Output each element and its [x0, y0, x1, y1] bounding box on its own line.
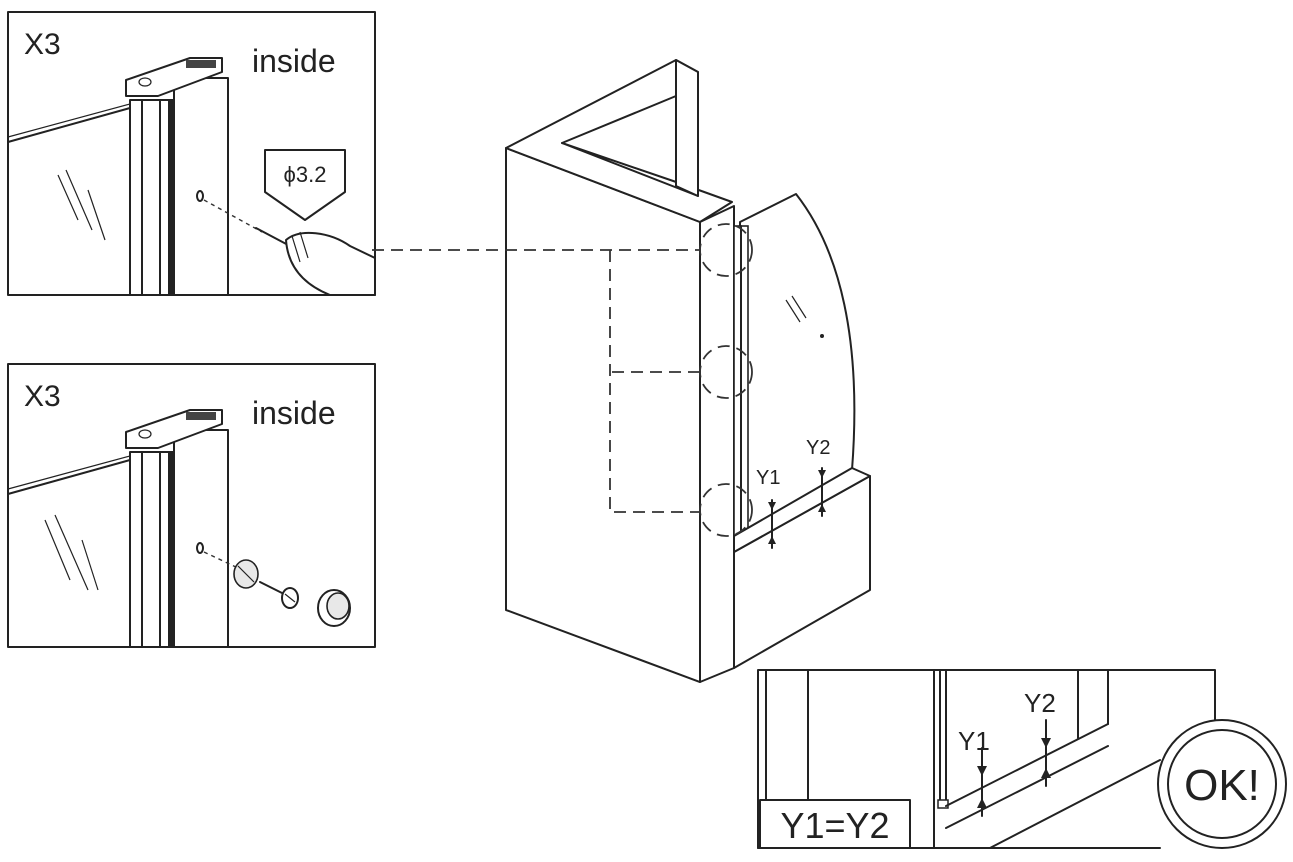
cap-hole	[138, 77, 152, 87]
glass-top-edge	[7, 107, 131, 143]
drill-size-callout	[264, 149, 346, 221]
wall-back-edge	[675, 59, 699, 197]
gap-label-y2: Y2	[806, 437, 830, 459]
wall-profile	[129, 99, 175, 296]
arrowhead	[768, 536, 776, 544]
glass-panel	[739, 193, 856, 541]
wall-side-face	[699, 205, 735, 683]
side-label: inside	[252, 395, 336, 431]
glass-top-edge-inner	[7, 103, 131, 138]
glass-reflection	[44, 519, 71, 581]
arrowhead	[818, 470, 826, 478]
glass-reflection	[65, 169, 93, 231]
side-label: inside	[252, 43, 336, 79]
ok-badge-label: OK!	[1184, 761, 1260, 810]
drill-chuck	[291, 231, 309, 263]
panel-drill: ϕ3.2 X3 inside	[7, 11, 376, 296]
bath-rim-line	[989, 759, 1161, 849]
arrowhead	[1041, 768, 1051, 778]
detail-view: Y1 Y2 Y1=Y2 OK!	[757, 669, 1287, 849]
profile-dark-edge	[168, 452, 174, 647]
wall-inner-corner	[561, 95, 677, 187]
glass-reflection	[54, 514, 89, 591]
callout-bottom	[699, 483, 753, 537]
ok-badge-inner	[1167, 729, 1277, 839]
cover-cap-face	[326, 592, 350, 620]
glass-dot	[820, 334, 824, 338]
arrowhead	[818, 504, 826, 512]
wall-profile	[129, 451, 175, 648]
bath-rim-line	[945, 723, 1109, 807]
screw-axis	[203, 551, 239, 569]
wall-face	[173, 429, 229, 648]
screw-slot	[284, 593, 296, 603]
drill-hole	[196, 190, 204, 202]
leader-bracket-outer	[609, 250, 700, 513]
glass-reflection	[57, 174, 79, 221]
glass-reflection	[791, 295, 807, 319]
drill-axis	[203, 199, 263, 233]
equation-label: Y1=Y2	[780, 805, 889, 846]
glass-top-edge	[7, 459, 131, 495]
arrowhead	[977, 766, 987, 776]
wall-face	[173, 77, 229, 296]
count-label: X3	[24, 28, 61, 61]
glass-reflection	[87, 189, 106, 241]
screw-shank	[259, 581, 285, 595]
drill-size-label: ϕ3.2	[284, 162, 327, 187]
cap-clip	[186, 412, 216, 420]
bath-rim-line	[945, 745, 1109, 829]
arrowhead	[1041, 738, 1051, 748]
equation-box	[759, 799, 911, 849]
ok-badge-outer	[1157, 719, 1287, 849]
profile-dark-edge	[168, 100, 174, 295]
gap-label-y1: Y1	[958, 726, 990, 756]
plug-rib	[237, 565, 255, 583]
panel-screw: X3 inside	[7, 363, 376, 648]
wall-front-face	[505, 147, 701, 683]
glass-top-edge-inner	[7, 455, 131, 490]
cap-hole	[138, 429, 152, 439]
glass-reflection	[81, 539, 99, 591]
detail-frame	[757, 669, 1216, 849]
count-label: X3	[24, 380, 61, 413]
main-view: Y1 Y2	[372, 59, 871, 683]
gap-label-y2: Y2	[1024, 688, 1056, 718]
gap-label-y1: Y1	[756, 467, 780, 489]
drill-bit	[255, 227, 291, 247]
cap-clip	[186, 60, 216, 68]
arrowhead	[977, 798, 987, 808]
screw-hole	[196, 542, 204, 554]
arrowhead	[768, 502, 776, 510]
bath-rim	[733, 467, 871, 553]
glass-reflection	[785, 299, 801, 323]
drill-body	[285, 231, 376, 296]
